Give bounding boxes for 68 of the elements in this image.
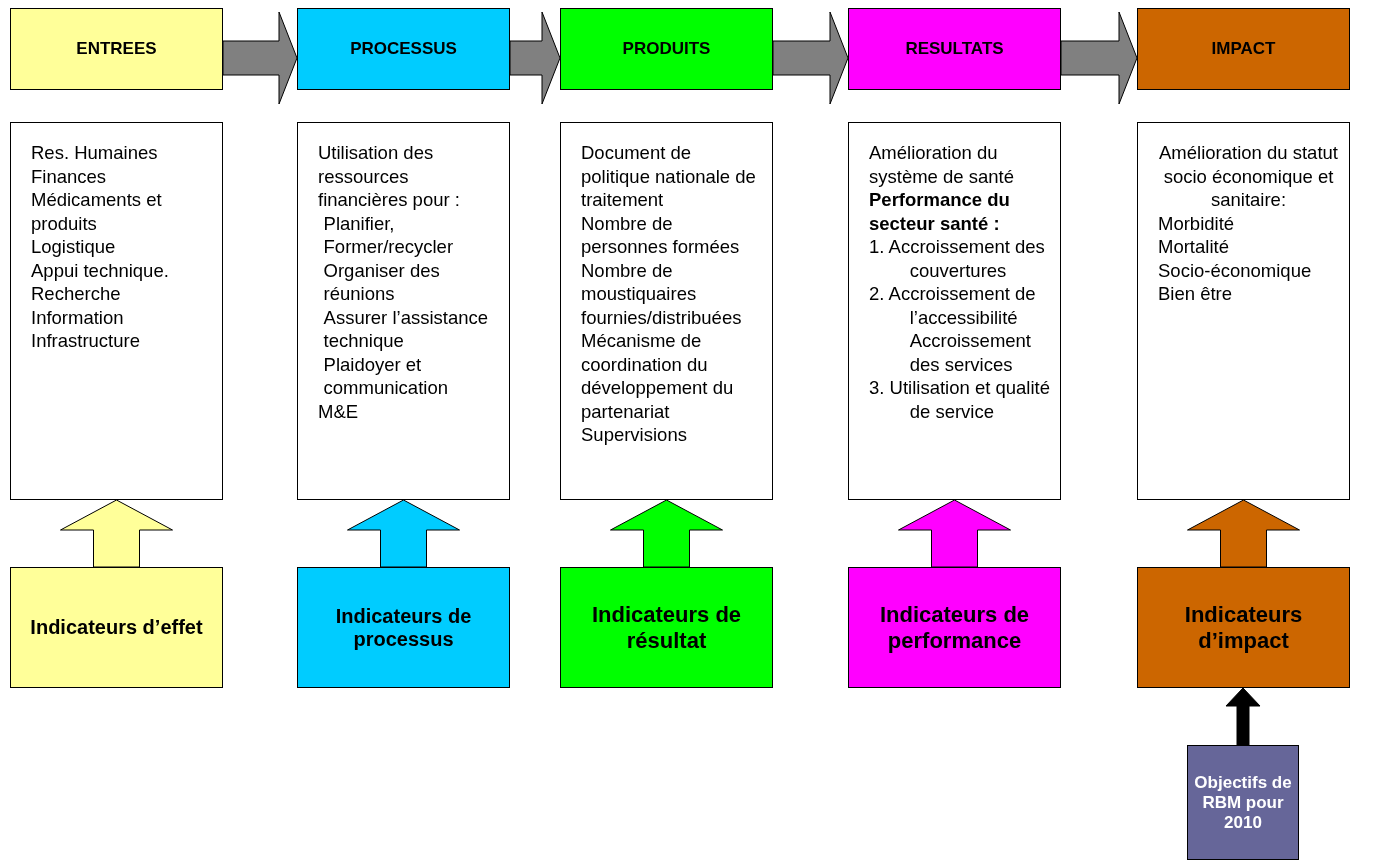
content-box (560, 122, 773, 500)
indicator-box (297, 567, 510, 688)
indicator-label: Indicateurs d’effet (30, 616, 203, 639)
list-item: M&E (318, 399, 360, 423)
list-item: Former/recycler (322, 235, 455, 259)
list-item: Accroissement des services (908, 329, 1032, 376)
list-item: 2. Accroissement de l’accessibilité (869, 282, 1037, 329)
indicator-label: Indicateurs d’impact (1183, 601, 1304, 654)
list-item: Infrastructure (31, 329, 141, 353)
list-item: Médicaments et produits (31, 188, 163, 235)
content-box (10, 122, 223, 500)
stage-header-box (10, 8, 223, 90)
list-item: Mortalité (1158, 235, 1230, 259)
list-item: 3. Utilisation et qualité de service (869, 376, 1050, 423)
indicator-label: Indicateurs de résultat (590, 601, 743, 654)
content-box (297, 122, 510, 500)
list-item: Appui technique. (31, 258, 170, 282)
indicator-label: Indicateurs de performance (878, 601, 1031, 654)
indicator-label: Objectifs de RBM pour 2010 (1193, 772, 1293, 833)
block-arrow (509, 11, 561, 105)
stage-title: PROCESSUS (350, 39, 457, 59)
list-item: 1. Accroissement des couvertures (869, 235, 1046, 282)
stage-title: IMPACT (1211, 39, 1276, 59)
list-item: Logistique (31, 235, 117, 259)
block-arrow (610, 499, 723, 568)
block-arrow (1060, 11, 1138, 105)
block-arrow (898, 499, 1011, 568)
list-item: Recherche (31, 282, 122, 306)
block-arrow (1225, 687, 1261, 746)
content-box (848, 122, 1061, 500)
indicator-box (10, 567, 223, 688)
stage-title: PRODUITS (622, 39, 711, 59)
stage-header-box (848, 8, 1061, 90)
list-item: Nombre de personnes formées (581, 211, 741, 259)
list-item: Nombre de moustiquaires fournies/distribuées (581, 258, 743, 329)
list-item: Finances (31, 164, 108, 188)
list-item: Supervisions (581, 423, 688, 447)
list-item: Mécanisme de coordination du développement du partenariat (581, 329, 735, 423)
objective-box (1187, 745, 1299, 860)
indicator-box (1137, 567, 1350, 688)
list-item: Plaidoyer et communication (322, 352, 449, 400)
list-item: Document de politique nationale de traitement (581, 141, 757, 212)
list-item: Utilisation des ressources financières pour : (318, 141, 461, 212)
list-item: Organiser des réunions (322, 258, 441, 306)
stage-title: RESULTATS (905, 39, 1004, 59)
indicator-box (848, 567, 1061, 688)
indicator-box (560, 567, 773, 688)
block-arrow (347, 499, 460, 568)
list-item: Amélioration du système de santé (869, 141, 1015, 188)
list-item: Assurer l’assistance technique (322, 305, 490, 353)
list-item: Performance du secteur santé : (869, 188, 1011, 235)
list-item: Bien être (1158, 282, 1234, 306)
list-item: Amélioration du statut socio économique et sanitaire: (1158, 141, 1339, 212)
content-box (1137, 122, 1350, 500)
block-arrow (60, 499, 173, 568)
stage-title: ENTREES (76, 39, 157, 59)
stage-header-box (560, 8, 773, 90)
block-arrow (222, 11, 298, 105)
list-item: Socio-économique (1158, 258, 1313, 282)
list-item: Res. Humaines (31, 141, 159, 165)
indicator-label: Indicateurs de processus (334, 604, 473, 651)
block-arrow (772, 11, 849, 105)
list-item: Morbidité (1158, 211, 1236, 235)
block-arrow (1187, 499, 1300, 568)
stage-header-box (1137, 8, 1350, 90)
list-item: Planifier, (322, 211, 396, 235)
list-item: Information (31, 305, 125, 329)
stage-header-box (297, 8, 510, 90)
